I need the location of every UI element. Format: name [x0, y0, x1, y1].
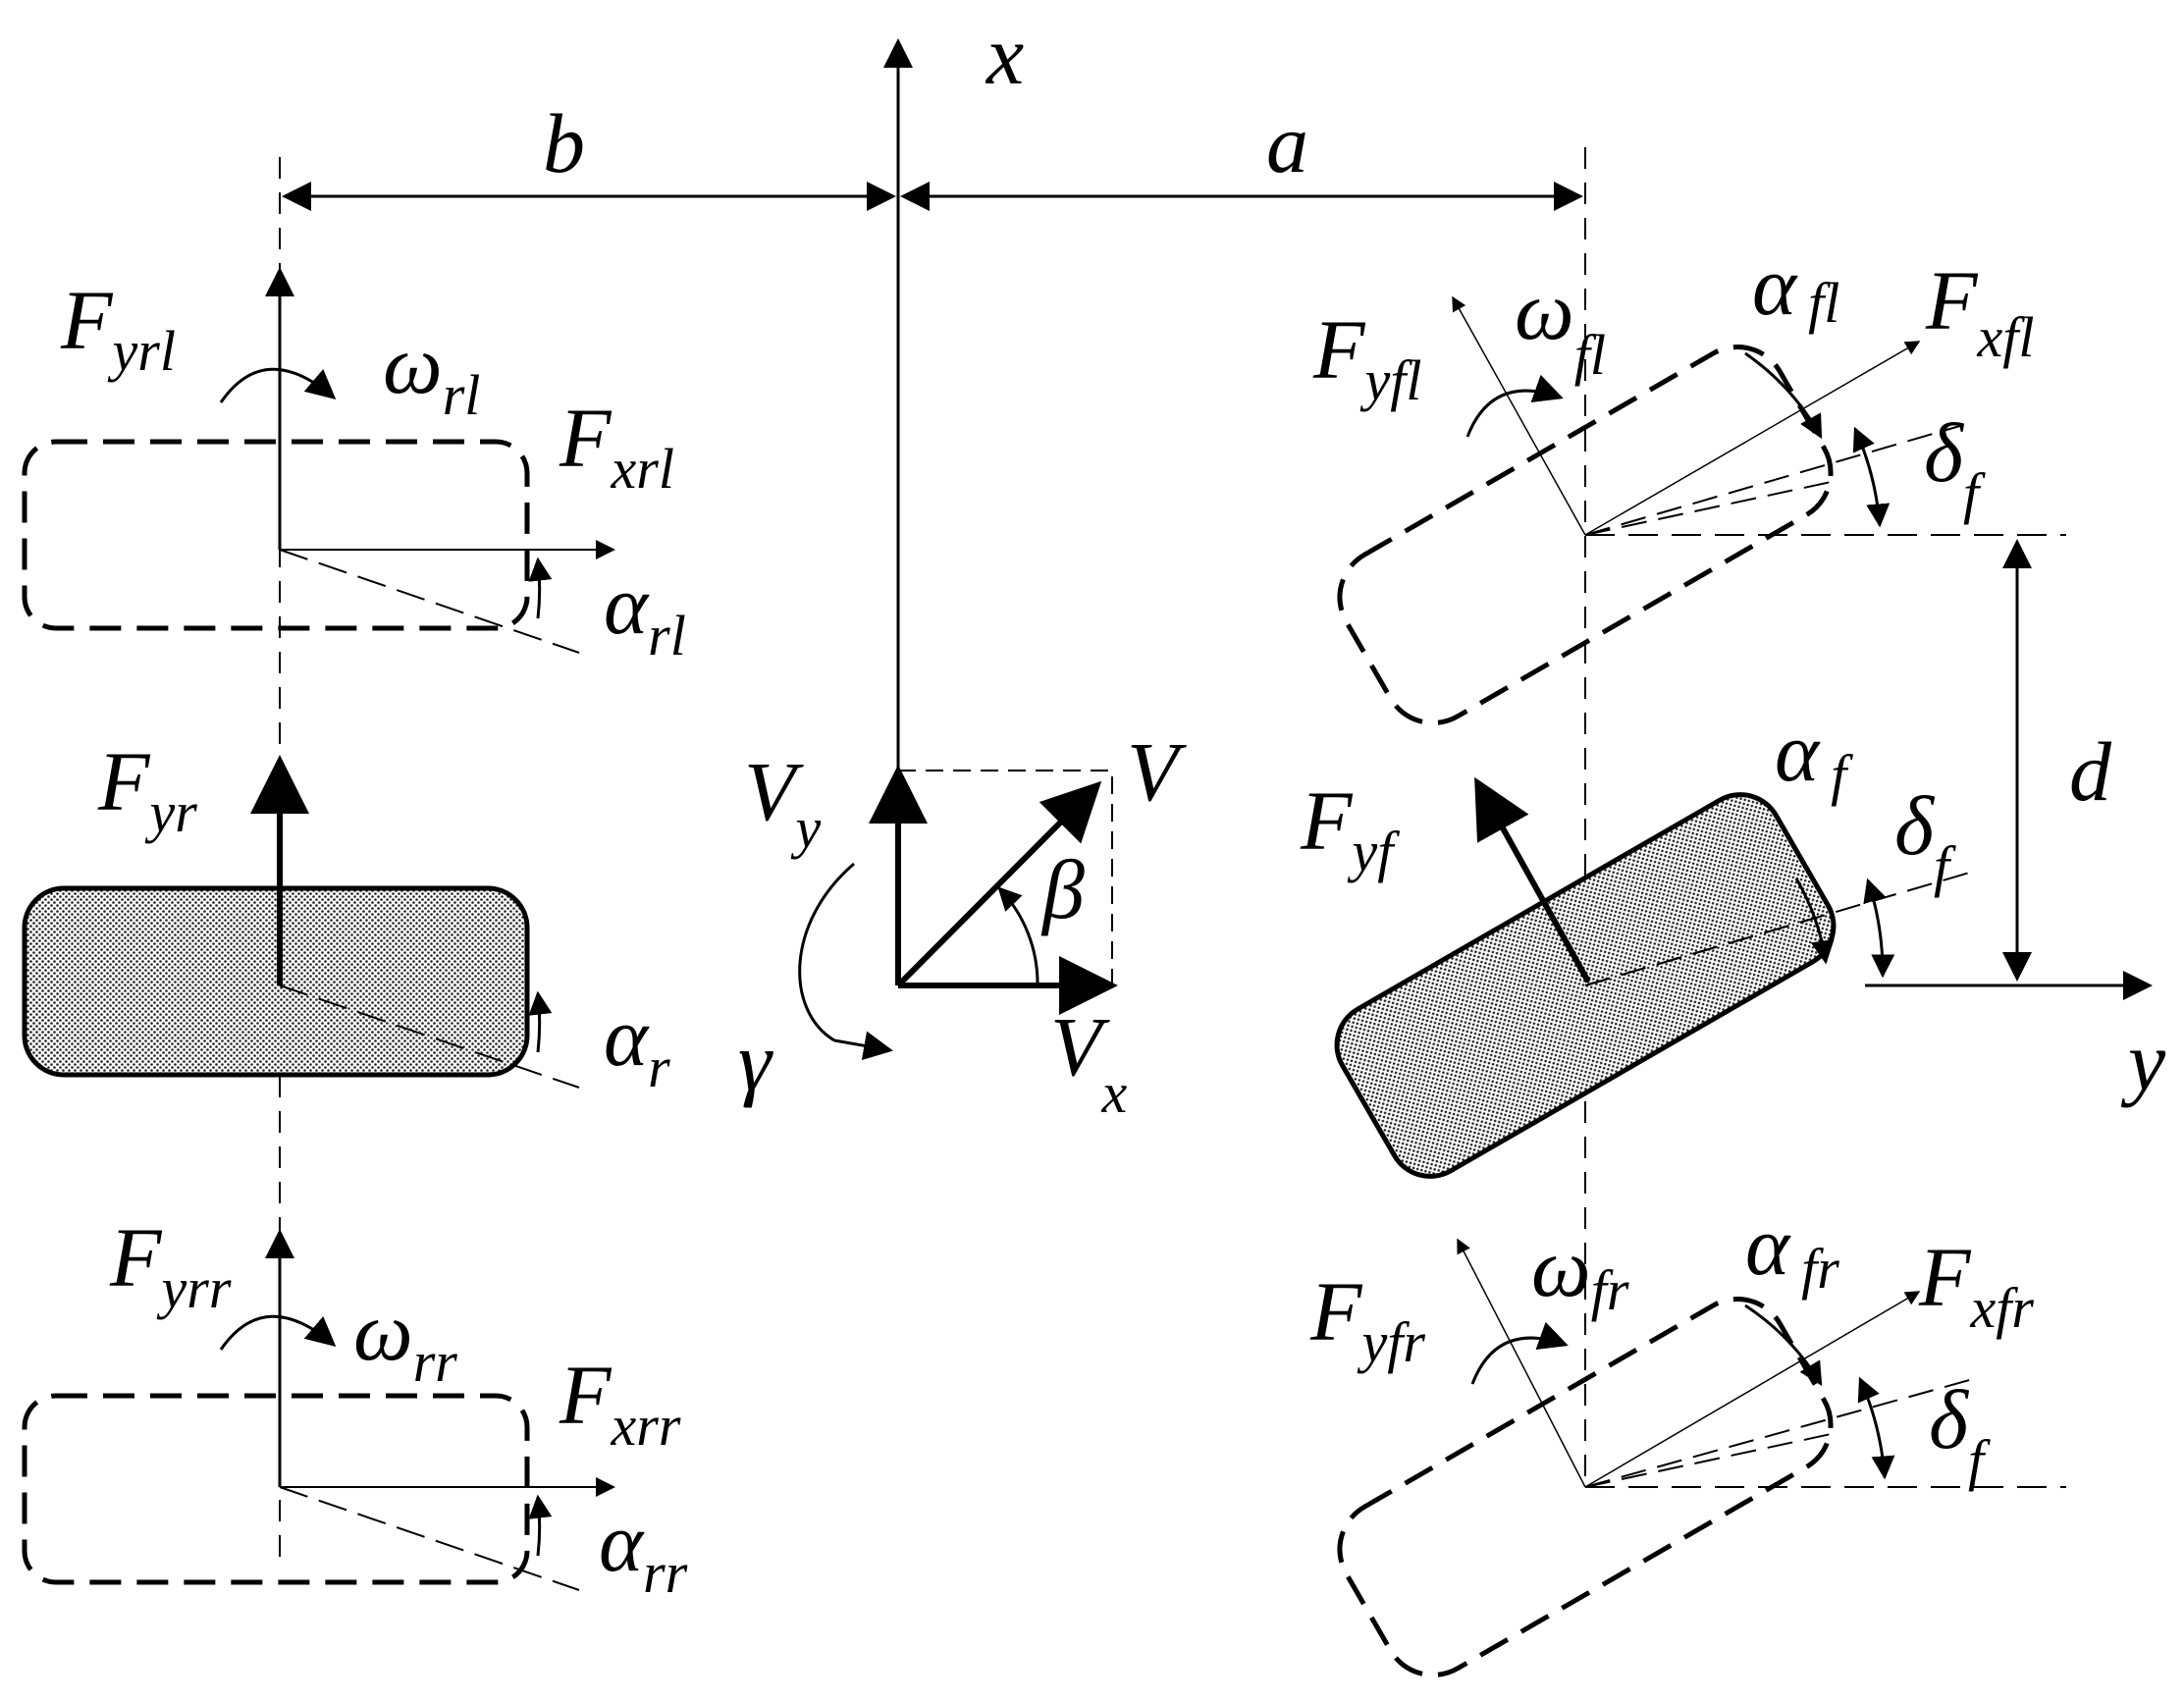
front-left-delta-arc [1852, 426, 1891, 528]
rear-slip-arc [528, 990, 553, 1053]
front-left-velocity-line [1584, 480, 1837, 536]
front-left-fx-arrow [1584, 341, 1921, 536]
rear-left-slip-label: αrl [604, 558, 686, 667]
front-right-fy-arrow [1457, 1238, 1586, 1488]
rear-left-omega-arrow [219, 367, 337, 403]
front-velocity-line [1584, 917, 1817, 986]
front-right-slip-arc [1744, 1303, 1823, 1387]
v-arrow [895, 780, 1102, 988]
front-left-fy-arrow [1452, 295, 1586, 536]
rear-fy-label: Fyr [97, 734, 197, 844]
rear-left-slip-arc [528, 557, 553, 619]
front-right-fx-label: Fxfr [1918, 1230, 2034, 1340]
front-right-omega-label: ωfr [1531, 1220, 1629, 1322]
rear-right-omega-label: ωrr [353, 1284, 457, 1394]
vx-label: Vx [1050, 999, 1128, 1125]
rear-velocity-line [279, 984, 580, 1089]
a-dimension-label: a [1266, 96, 1308, 190]
front-delta-label: δf [1894, 778, 1956, 898]
rear-right-tire [22, 1393, 530, 1585]
rear-left-fx-label: Fxrl [559, 391, 674, 501]
rear-right-omega-arrow [219, 1314, 337, 1351]
front-left-slip-arc [1744, 351, 1823, 440]
gamma-arrow [798, 862, 855, 1042]
x-axis-label: x [985, 8, 1024, 102]
rear-right-fy-label: Fyrr [109, 1210, 232, 1320]
velocity-box [898, 770, 1113, 985]
y-axis-label: y [2120, 1014, 2166, 1108]
rear-right-velocity-line [279, 1486, 580, 1591]
front-right-heading-line [1584, 1378, 1974, 1488]
rear-wheel [22, 755, 580, 1089]
rear-left-fy-label: Fyrl [60, 273, 176, 383]
d-dimension-label: d [2069, 724, 2112, 819]
reference-lines [279, 38, 2153, 1561]
front-left-heading-line [1584, 424, 1964, 536]
beta-label: β [1040, 842, 1085, 936]
velocity-vectors [798, 765, 1118, 1061]
front-fy-label: Fyf [1300, 773, 1400, 883]
rear-left-omega-label: ωrl [383, 317, 480, 427]
front-fy-arrow [1474, 776, 1591, 984]
rear-left-wheel [22, 267, 615, 654]
front-left-omega-label: ωfl [1515, 263, 1606, 387]
front-slip-arc [1794, 878, 1835, 965]
rear-tire [22, 885, 530, 1078]
front-delta-arc [1863, 878, 1895, 979]
rear-right-slip-label: αrr [599, 1495, 688, 1605]
rear-left-velocity-line [279, 549, 580, 654]
front-left-wheel [1337, 295, 1964, 725]
front-left-fx-label: Fxfl [1925, 253, 2035, 369]
beta-arc [997, 886, 1039, 986]
b-dimension-label: b [543, 96, 585, 190]
gamma-head [833, 1031, 893, 1061]
front-wheel [1334, 776, 1974, 1179]
front-right-omega-arrow [1470, 1321, 1569, 1385]
front-right-delta-label: δf [1929, 1372, 1991, 1492]
rear-right-slip-arc [528, 1494, 553, 1557]
front-right-fx-arrow [1584, 1291, 1921, 1488]
front-left-delta-label: δf [1924, 405, 1986, 525]
rear-right-fx-label: Fxrr [559, 1348, 681, 1458]
front-right-wheel [1337, 1238, 1974, 1677]
front-left-fy-label: Fyfl [1312, 302, 1422, 412]
front-right-fy-label: Fyfr [1309, 1264, 1425, 1374]
gamma-label: γ [738, 1014, 773, 1108]
vy-label: Vy [744, 744, 822, 860]
rear-right-wheel [22, 1229, 615, 1591]
v-label: V [1127, 724, 1187, 819]
front-left-omega-arrow [1465, 374, 1564, 438]
rear-slip-label: αr [604, 989, 670, 1099]
rear-left-tire [22, 439, 530, 631]
front-right-velocity-line [1584, 1432, 1837, 1488]
front-right-delta-arc [1857, 1376, 1895, 1480]
dimension-lines [282, 182, 2032, 982]
